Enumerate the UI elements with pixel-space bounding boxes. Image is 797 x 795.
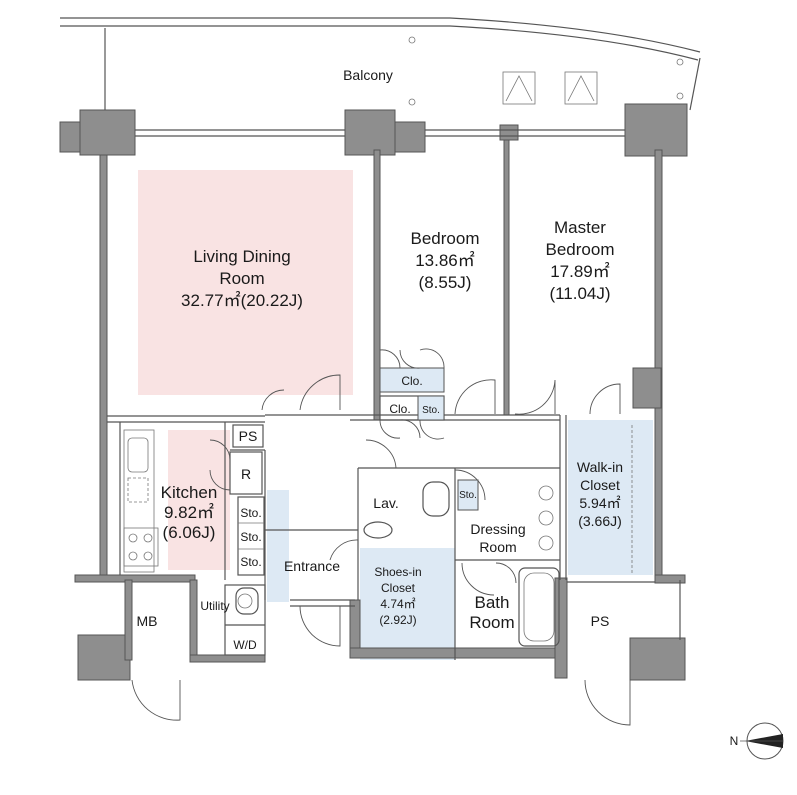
shoes-closet-jo-text: (2.92J) [379,613,416,627]
washer-dryer-label: W/D [233,638,257,652]
bath-fixtures [235,481,560,647]
bedroom-name: Bedroom [411,229,480,248]
refrigerator-label: R [241,466,251,482]
bath-room-name-2: Room [469,613,514,632]
kitchen-area-text: 9.82㎡ [164,503,214,522]
kitchen-jo-text: (6.06J) [163,523,216,542]
living-room-area [138,170,353,395]
bathtub-icon [518,567,560,647]
shoes-closet-area [360,548,455,660]
walkin-closet-area [568,420,653,575]
walkin-closet-name-2: Closet [580,477,620,493]
living-room-area-text: 32.77㎡(20.22J) [181,291,303,310]
dressing-storage-label: Sto. [459,490,477,501]
aircon-unit-icon [502,71,536,105]
right-ps-label: PS [591,613,610,629]
closet-label-1: Clo. [401,374,422,388]
compass-north-label: N [730,734,739,748]
dressing-room-name-2: Room [479,539,516,555]
kitchen-ps-label: PS [239,428,258,444]
sink-icon [127,437,149,473]
bedroom-area-text: 13.86㎡ [415,251,475,270]
exterior-walls [59,103,688,681]
master-bedroom-jo-text: (11.04J) [549,284,610,303]
basin-icon [363,521,393,539]
walkin-closet-name-1: Walk-in [577,459,623,475]
bedroom-storage-label: Sto. [422,405,440,416]
lavatory-label: Lav. [373,495,398,511]
living-room-name-2: Room [219,269,264,288]
balcony-label: Balcony [343,67,393,83]
aircon-unit-icon [564,71,598,105]
shoes-closet-name-1: Shoes-in [374,565,421,579]
kitchen-fixtures [123,424,265,576]
shoes-closet-name-2: Closet [381,581,416,595]
master-bedroom-name-2: Bedroom [546,240,615,259]
kitchen-name: Kitchen [161,483,218,502]
dressing-room-name-1: Dressing [470,521,525,537]
bedroom-closets [379,367,633,575]
entrance-label: Entrance [284,558,340,574]
closet-label-2: Clo. [389,402,410,416]
stove-icon [123,527,159,567]
shoes-closet-area-text: 4.74㎡ [380,597,415,611]
walkin-closet-jo-text: (3.66J) [578,513,622,529]
bath-room-name-1: Bath [475,593,510,612]
kitchen-storage-label-3: Sto. [240,555,261,569]
washer-icon [235,587,259,615]
master-bedroom-area-text: 17.89㎡ [550,262,610,281]
compass-icon: N [730,722,784,760]
meter-box-label: MB [137,613,158,629]
doors [131,348,631,726]
toilet-icon [422,481,450,517]
kitchen-area [168,430,230,570]
master-bedroom-name-1: Master [554,218,606,237]
bedroom-jo-text: (8.55J) [419,273,472,292]
refrigerator [229,451,263,495]
kitchen-storage-label-2: Sto. [240,530,261,544]
balcony-area: Balcony [60,17,701,111]
walkin-closet-area-text: 5.94㎡ [579,495,620,511]
living-room-name-1: Living Dining [193,247,290,266]
kitchen-storage-label-1: Sto. [240,506,261,520]
interior-walls [107,139,567,660]
utility-label: Utility [200,599,229,613]
entrance-storage [267,490,289,602]
